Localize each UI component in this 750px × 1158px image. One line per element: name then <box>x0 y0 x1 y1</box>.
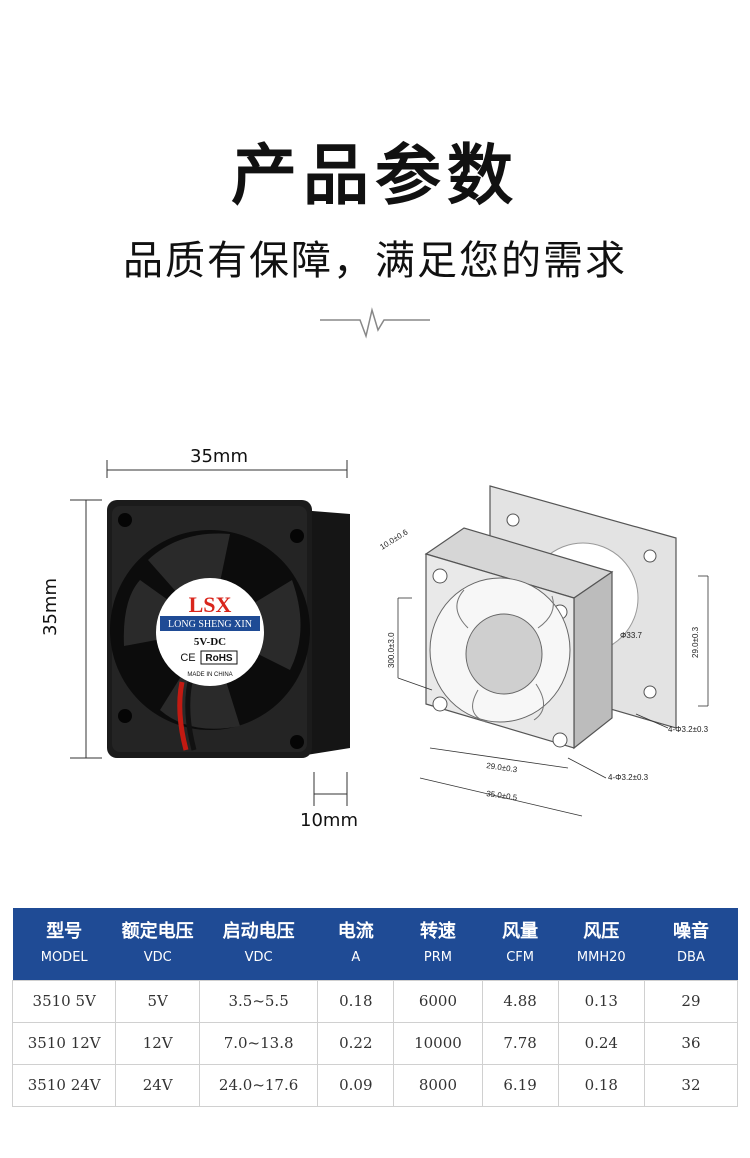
overall-width-text: 35.0±0.5 <box>486 789 519 802</box>
table-row: 3510 12V 12V 7.0~13.8 0.22 10000 7.78 0.… <box>11 1021 739 1065</box>
cell-start-voltage: 3.5~5.5 <box>198 979 319 1023</box>
cell-model: 3510 12V <box>11 1021 117 1065</box>
cell-rated-voltage: 12V <box>115 1021 200 1065</box>
table-row: 3510 24V 24V 24.0~17.6 0.09 8000 6.19 0.… <box>11 1063 739 1107</box>
holes-bottom-text: 4-Φ3.2±0.3 <box>608 773 649 782</box>
cell-current: 0.18 <box>317 979 395 1023</box>
height-dimension-label: 35mm <box>40 578 61 636</box>
cell-start-voltage: 7.0~13.8 <box>198 1021 319 1065</box>
cell-speed: 10000 <box>393 1021 483 1065</box>
cell-pressure: 0.13 <box>557 979 645 1023</box>
cell-noise: 29 <box>643 979 739 1023</box>
brand-name-text: LONG SHENG XIN <box>168 619 252 630</box>
technical-drawing: 10.0±0.6 300.0±3.0 Φ33.7 29.0±0.3 29.0±0… <box>378 485 709 817</box>
cell-speed: 6000 <box>393 979 483 1023</box>
depth-dim-text: 10.0±0.6 <box>378 527 410 551</box>
cell-speed: 8000 <box>393 1063 483 1107</box>
page-subtitle: 品质有保障，满足您的需求 <box>123 238 627 284</box>
waveform-divider <box>320 307 430 339</box>
depth-dimension-label: 10mm <box>300 810 358 831</box>
cell-airflow: 7.78 <box>481 1021 559 1065</box>
cell-model: 3510 24V <box>11 1063 117 1107</box>
made-in-text: MADE IN CHINA <box>187 672 232 678</box>
cell-noise: 36 <box>643 1021 739 1065</box>
cell-pressure: 0.24 <box>557 1021 645 1065</box>
cell-current: 0.09 <box>317 1063 395 1107</box>
cell-current: 0.22 <box>317 1021 395 1065</box>
cell-model: 3510 5V <box>11 979 117 1023</box>
table-row: 3510 5V 5V 3.5~5.5 0.18 6000 4.88 0.13 2… <box>11 979 739 1023</box>
cell-rated-voltage: 5V <box>115 979 200 1023</box>
brand-logo-text: LSX <box>189 592 232 617</box>
diameter-text: Φ33.7 <box>620 631 643 640</box>
fan-photo: LSX LONG SHENG XIN 5V-DC CE RoHS MADE IN… <box>70 460 350 806</box>
ce-mark: CE <box>180 652 195 664</box>
hole-spacing-h-text: 29.0±0.3 <box>486 761 519 774</box>
rohs-mark: RoHS <box>205 653 233 664</box>
holes-right-text: 4-Φ3.2±0.3 <box>668 725 709 734</box>
cable-dim-text: 300.0±3.0 <box>387 632 396 668</box>
cell-rated-voltage: 24V <box>115 1063 200 1107</box>
voltage-text: 5V-DC <box>194 636 226 648</box>
cell-pressure: 0.18 <box>557 1063 645 1107</box>
cell-start-voltage: 24.0~17.6 <box>198 1063 319 1107</box>
cell-airflow: 6.19 <box>481 1063 559 1107</box>
hole-spacing-v-text: 29.0±0.3 <box>691 626 700 658</box>
cell-airflow: 4.88 <box>481 979 559 1023</box>
page-title: 产品参数 <box>231 137 519 214</box>
width-dimension-label: 35mm <box>190 446 248 467</box>
cell-noise: 32 <box>643 1063 739 1107</box>
